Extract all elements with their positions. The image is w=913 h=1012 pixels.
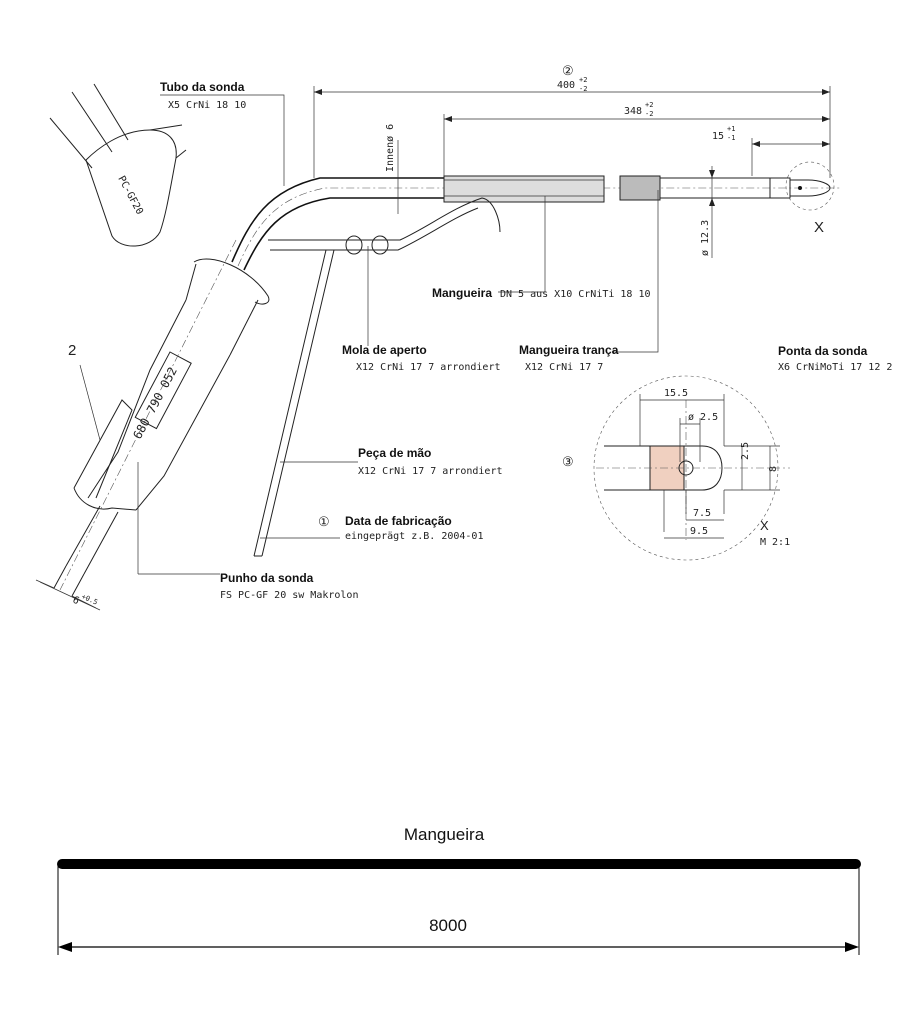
dim-15-tol-upper: +1	[727, 125, 735, 133]
innen-label: Innenø 6	[385, 124, 396, 172]
tranca-spec: X12 CrNi 17 7	[525, 362, 603, 373]
dim-400-tol-upper: +2	[579, 76, 587, 84]
hose-length-diagram: Mangueira 8000	[57, 825, 861, 955]
tubo-title: Tubo da sonda	[160, 80, 245, 94]
scale-label: M 2:1	[760, 537, 790, 548]
peca-title: Peça de mão	[358, 446, 431, 460]
punho-title: Punho da sonda	[220, 571, 314, 585]
dim-dia-12-3: ø 12.3	[700, 220, 711, 256]
dim-348-tol-lower: -2	[645, 110, 653, 118]
probe-tube	[231, 161, 840, 271]
clamp-spring	[253, 197, 501, 557]
data-fab-spec: eingeprägt z.B. 2004-01	[345, 531, 483, 542]
mola-title: Mola de aperto	[342, 343, 427, 357]
grip-code-text: PC-GF20	[115, 174, 145, 216]
handle-number-text: 680 790 052	[130, 365, 180, 442]
punho-spec: FS PC-GF 20 sw Makrolon	[220, 590, 358, 601]
grip-end-cap: PC-GF20	[49, 83, 187, 247]
detail-dim-dia-2-5: ø 2.5	[688, 412, 718, 423]
dim-400: 400	[557, 80, 575, 91]
item-2-marker: 2	[68, 342, 76, 359]
dim-348-tol-upper: +2	[645, 101, 653, 109]
tubo-spec: X5 CrNi 18 10	[168, 100, 246, 111]
detail-dim-8: 8	[768, 466, 779, 472]
detail-dim-15-5: 15.5	[664, 388, 688, 399]
dim-6: 6	[71, 595, 81, 608]
mangueira-spec: DN 5 aus X10 CrNiTi 18 10	[500, 289, 651, 300]
view-x-marker: X	[814, 219, 824, 236]
ponta-title: Ponta da sonda	[778, 344, 868, 358]
peca-spec: X12 CrNi 17 7 arrondiert	[358, 466, 503, 477]
mola-spec: X12 CrNi 17 7 arrondiert	[356, 362, 501, 373]
data-fab-title: Data de fabricação	[345, 514, 452, 528]
dimension-lines	[35, 86, 831, 611]
mangueira-title: Mangueira	[432, 286, 492, 300]
detail-x-marker: X	[760, 518, 769, 533]
hose-length-value: 8000	[429, 916, 467, 935]
detail-x-view	[593, 375, 790, 561]
circle-3-marker: ③	[562, 454, 574, 469]
circle-1-marker: ①	[318, 514, 330, 529]
tranca-title: Mangueira trança	[519, 343, 619, 357]
dim-15: 15	[712, 131, 724, 142]
hose-title: Mangueira	[404, 825, 485, 844]
detail-dim-2-5: 2.5	[740, 442, 751, 460]
circle-2-marker: ②	[562, 63, 574, 78]
dim-15-tol-lower: -1	[727, 134, 735, 142]
detail-dim-7-5: 7.5	[693, 508, 711, 519]
detail-dim-9-5: 9.5	[690, 526, 708, 537]
dim-348: 348	[624, 106, 642, 117]
leader-lines	[79, 94, 659, 575]
dim-400-tol-lower: -2	[579, 85, 587, 93]
handle-body: 680 790 052	[53, 239, 270, 597]
ponta-spec: X6 CrNiMoTi 17 12 2	[778, 362, 892, 373]
